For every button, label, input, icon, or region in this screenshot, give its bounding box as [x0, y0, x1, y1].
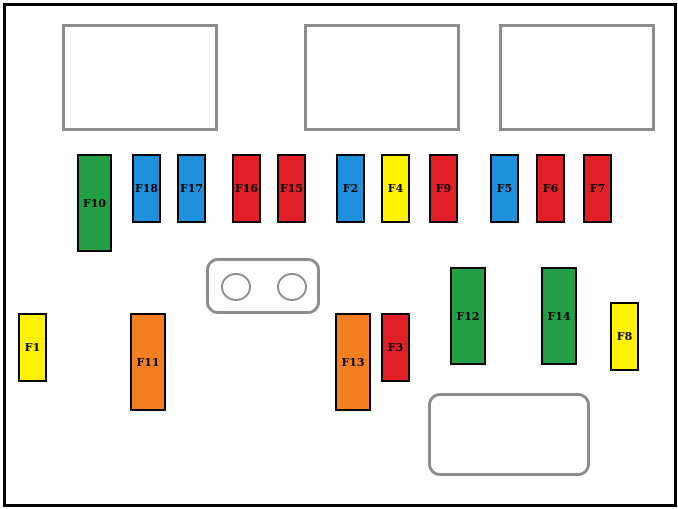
fuse-f17: F17: [177, 154, 206, 223]
fuse-label: F18: [134, 182, 159, 195]
fuse-f4: F4: [381, 154, 410, 223]
fuse-label: F4: [387, 182, 404, 195]
fuse-f8: F8: [610, 302, 639, 371]
mounting-hole-right: [277, 273, 307, 301]
fuse-label: F17: [179, 182, 204, 195]
fuse-label: F11: [136, 355, 160, 369]
relay-slot-left: [62, 24, 218, 131]
fuse-label: F5: [496, 182, 513, 195]
fuse-label: F14: [547, 309, 571, 323]
fuse-label: F3: [387, 341, 404, 354]
mounting-hole-left: [221, 273, 251, 301]
fuse-f18: F18: [132, 154, 161, 223]
fuse-f11: F11: [130, 313, 166, 411]
fuse-f14: F14: [541, 267, 577, 365]
fuse-f3: F3: [381, 313, 410, 382]
fuse-f10: F10: [77, 154, 112, 252]
connector-slot: [428, 393, 590, 476]
fuse-f5: F5: [490, 154, 519, 223]
relay-slot-middle: [304, 24, 460, 131]
relay-slot-right: [499, 24, 655, 131]
fuse-label: F15: [279, 182, 304, 195]
fuse-label: F9: [435, 182, 452, 195]
fuse-label: F8: [616, 330, 633, 343]
fuse-label: F7: [589, 182, 606, 195]
fuse-f6: F6: [536, 154, 565, 223]
fuse-f9: F9: [429, 154, 458, 223]
fuse-f1: F1: [18, 313, 47, 382]
fuse-label: F2: [342, 182, 359, 195]
fuse-f15: F15: [277, 154, 306, 223]
fuse-label: F13: [341, 355, 365, 369]
fuse-label: F16: [234, 182, 259, 195]
fuse-label: F10: [82, 196, 107, 210]
mounting-bracket: [206, 258, 320, 314]
fuse-f12: F12: [450, 267, 486, 365]
fuse-label: F12: [456, 309, 480, 323]
fuse-f7: F7: [583, 154, 612, 223]
fuse-f2: F2: [336, 154, 365, 223]
fuse-label: F1: [24, 341, 41, 354]
fuse-label: F6: [542, 182, 559, 195]
fuse-f13: F13: [335, 313, 371, 411]
fuse-f16: F16: [232, 154, 261, 223]
